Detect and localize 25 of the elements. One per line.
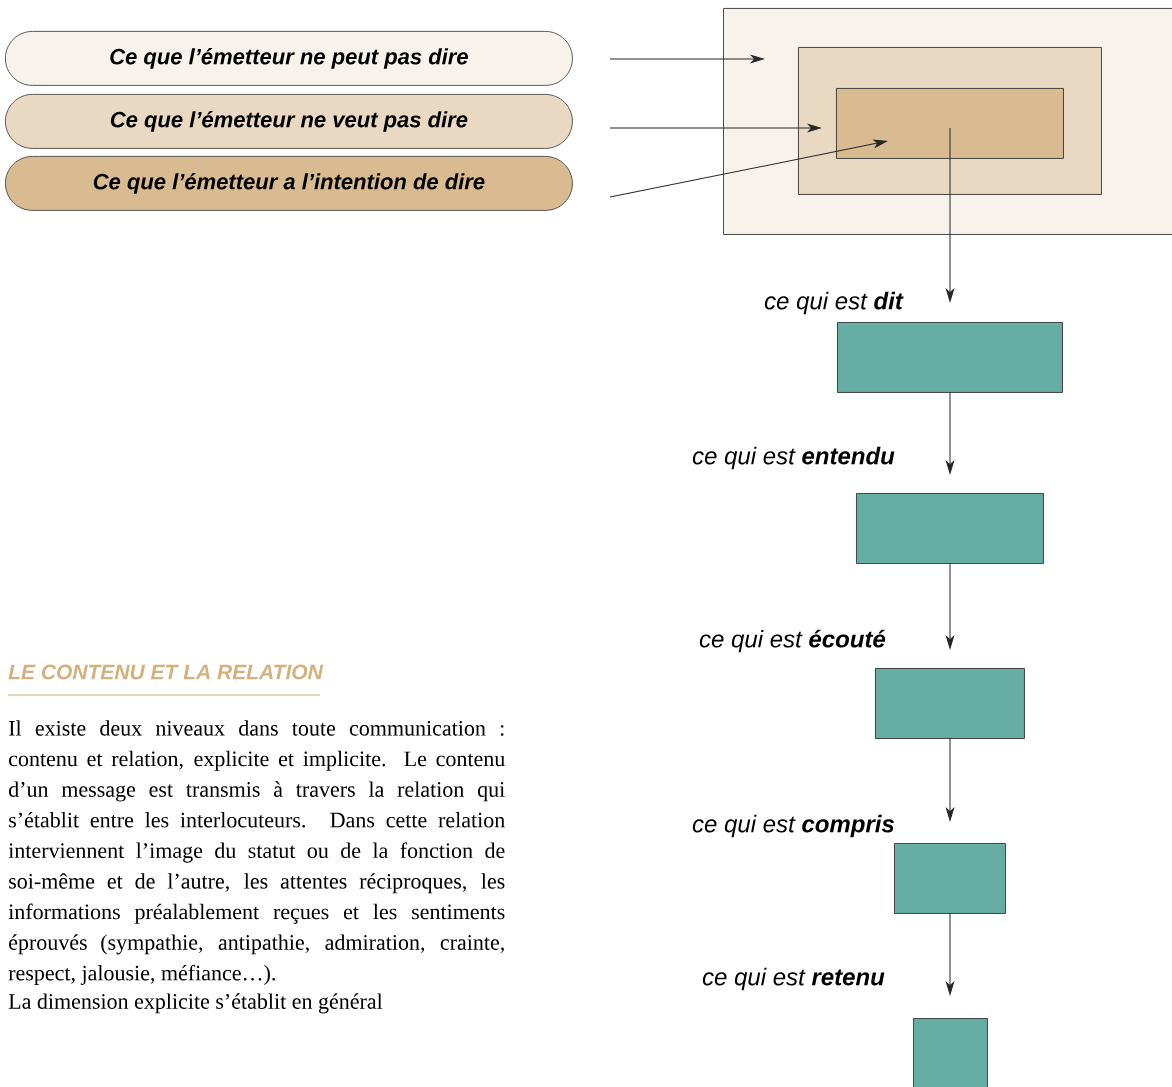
arrow bbox=[609, 139, 887, 198]
arrow bbox=[945, 912, 955, 995]
stage-box bbox=[875, 668, 1025, 739]
stage-box bbox=[856, 493, 1044, 564]
arrow bbox=[945, 562, 955, 649]
stage-box bbox=[837, 322, 1063, 393]
frame-box bbox=[836, 88, 1064, 159]
paragraph: La dimension explicite s’établit en général bbox=[8, 993, 383, 1014]
section-heading: LE CONTENU ET LA RELATION bbox=[8, 664, 324, 680]
edge-label: ce qui est dit bbox=[764, 291, 904, 315]
stage-box bbox=[913, 1018, 988, 1087]
edge-label: ce qui est retenu bbox=[702, 967, 885, 991]
arrow bbox=[609, 54, 764, 64]
arrow bbox=[945, 391, 955, 474]
label-pill: Ce que l’émetteur a l’intention de dire bbox=[5, 156, 573, 211]
arrow bbox=[609, 123, 821, 133]
arrow bbox=[945, 127, 955, 302]
paragraph: Il existe deux niveaux dans toute communication : contenu et relation, explicite et implicite. Le contenu d’un message est transmis à travers la relation qui s’établit entre les interlocuteurs. Dans cette relation interviennent l’image du statut ou de la fonction de soi-même et de l’autre, les attentes réciproques, les informations préalablement reçues et les sentiments éprouvés (sympathie, antipathie, admiration, crainte, respect, jalousie, méfiance…). bbox=[8, 720, 505, 985]
label-pill: Ce que l’émetteur ne veut pas dire bbox=[5, 94, 573, 149]
edge-label: ce qui est compris bbox=[692, 814, 894, 838]
label-pill: Ce que l’émetteur ne peut pas dire bbox=[5, 31, 573, 86]
stage-box bbox=[894, 843, 1006, 914]
edge-label: ce qui est écouté bbox=[699, 629, 886, 653]
arrow bbox=[945, 737, 955, 821]
edge-label: ce qui est entendu bbox=[692, 446, 895, 470]
